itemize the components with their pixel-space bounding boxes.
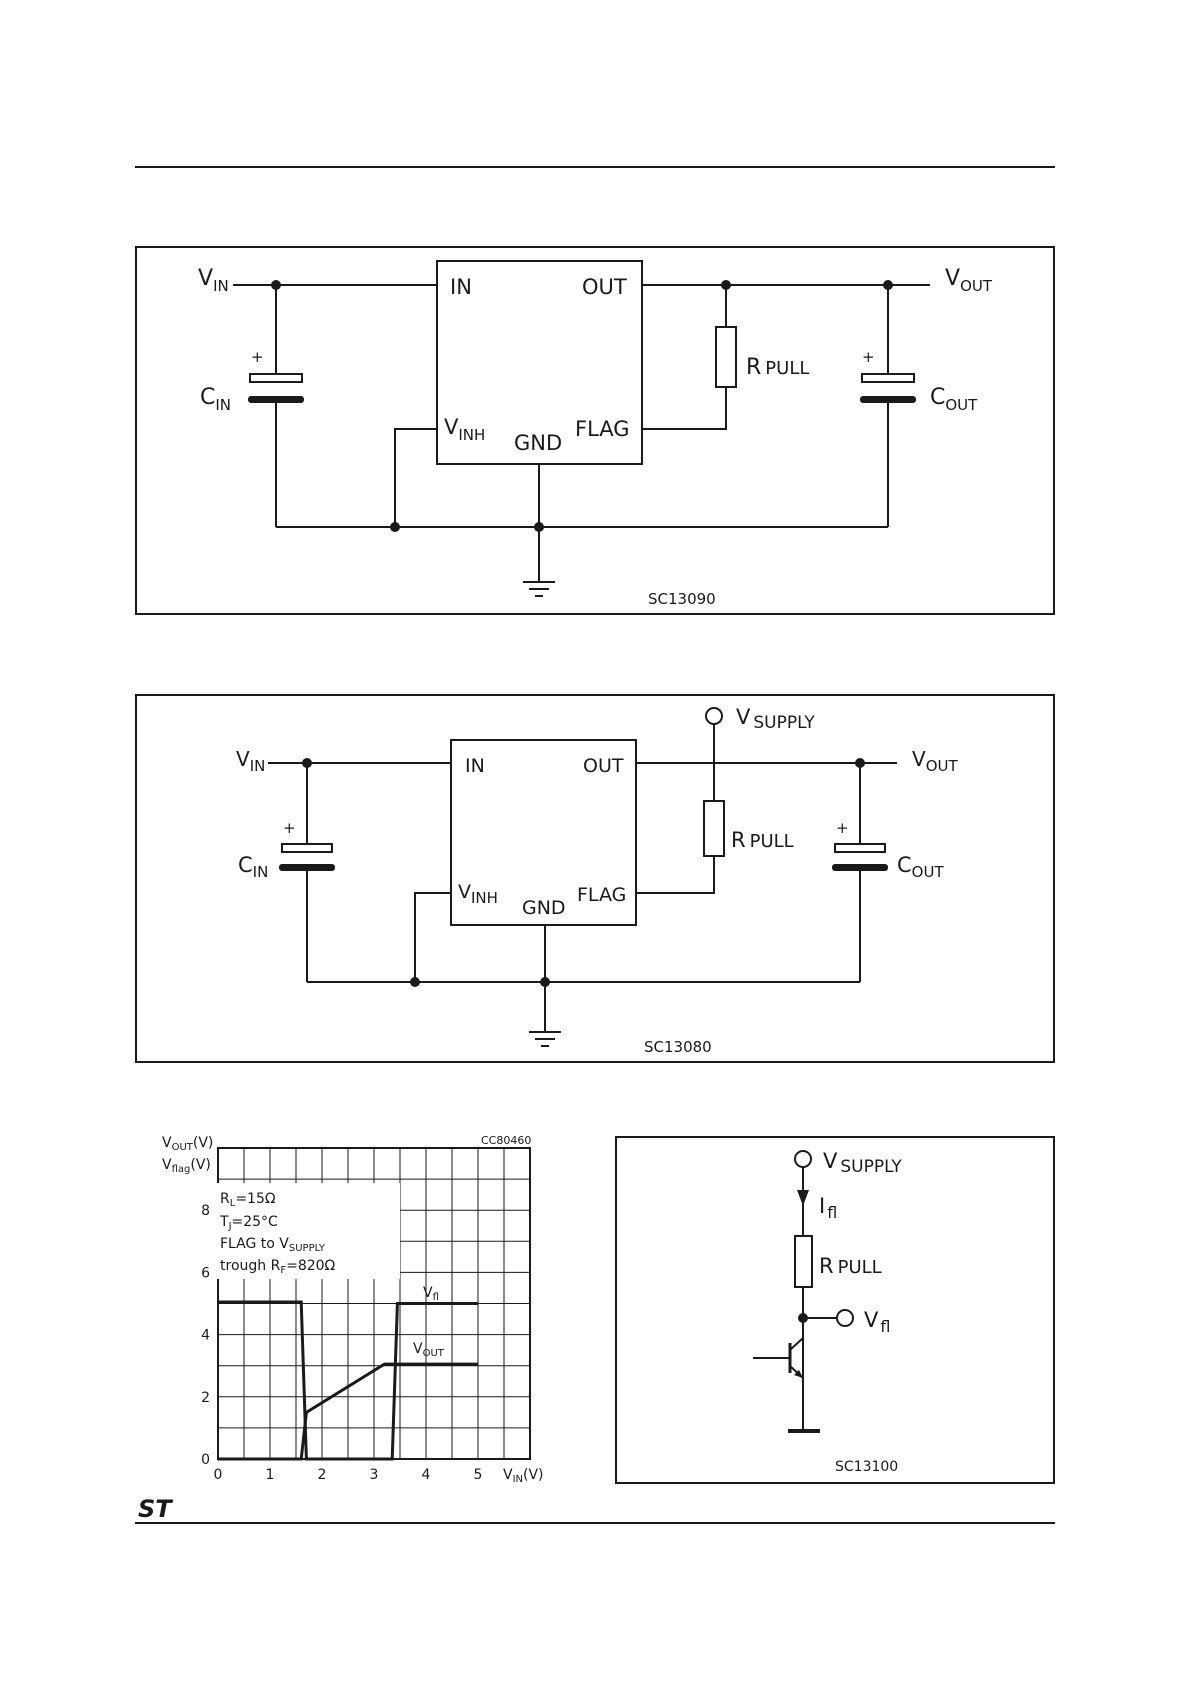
- x-tick-label: 5: [474, 1467, 483, 1483]
- npn-transistor-icon: [753, 1338, 803, 1378]
- cout-capacitor-plate-neg: [860, 396, 916, 403]
- condition-tj: TJ=25°C: [219, 1214, 278, 1232]
- cin-capacitor-plate: [250, 374, 302, 382]
- pin-out-label: OUT: [582, 275, 627, 299]
- y-tick-label: 0: [201, 1452, 210, 1468]
- cin-label: CIN: [200, 385, 231, 414]
- cin-capacitor-plate-neg: [248, 396, 304, 403]
- figure-2-code: SC13080: [644, 1038, 712, 1056]
- pin-vinh-label: VINH: [444, 415, 485, 444]
- figure-4-frame: [616, 1137, 1054, 1483]
- cout-label: COUT: [897, 853, 944, 881]
- condition-trough: trough RF=820Ω: [220, 1258, 336, 1276]
- cout-capacitor-plate-neg: [832, 864, 888, 871]
- pin-flag-label: FLAG: [575, 417, 630, 441]
- figure-4-code: SC13100: [835, 1459, 898, 1475]
- vout-label: VOUT: [912, 747, 958, 775]
- figure-1-code: SC13090: [648, 590, 716, 608]
- cin-plus-sign: +: [283, 819, 296, 837]
- cout-capacitor-plate: [835, 844, 885, 852]
- x-tick-label: 3: [370, 1467, 379, 1483]
- pin-gnd-label: GND: [514, 431, 562, 455]
- pin-in-label: IN: [450, 275, 472, 299]
- pin-flag-label: FLAG: [577, 884, 626, 906]
- cout-capacitor-plate: [862, 374, 914, 382]
- cin-plus-sign: +: [251, 348, 264, 366]
- cin-label: CIN: [238, 853, 268, 881]
- series-label-vout: VOUT: [413, 1341, 445, 1359]
- x-axis-label: VIN(V): [503, 1467, 544, 1485]
- figure-3-chart: 0 1 2 3 4 5 0 2 4 6 8 VOUT(V) Vflag(V) CC80460 VIN…: [162, 1134, 544, 1485]
- current-arrow-icon: [797, 1190, 809, 1206]
- st-logo: ST: [137, 1495, 175, 1523]
- cout-plus-sign: +: [862, 348, 875, 366]
- pin-vinh-label: VINH: [458, 881, 498, 907]
- pin-in-label: IN: [465, 755, 485, 777]
- rpull-resistor: [704, 801, 724, 856]
- cin-capacitor-plate: [282, 844, 332, 852]
- vfl-terminal: [837, 1310, 853, 1326]
- vsupply-terminal: [795, 1151, 811, 1167]
- y-tick-label: 2: [201, 1390, 210, 1406]
- y-axis-label-vout: VOUT(V): [162, 1135, 213, 1153]
- st-logo-text: ST: [138, 1495, 173, 1523]
- x-tick-label: 1: [266, 1467, 275, 1483]
- rpull-resistor: [716, 327, 736, 387]
- rpull-resistor: [795, 1236, 812, 1287]
- y-axis-label-vflag: Vflag(V): [162, 1157, 211, 1175]
- y-tick-label: 6: [201, 1265, 210, 1281]
- x-tick-label: 2: [318, 1467, 327, 1483]
- vout-label: VOUT: [945, 266, 993, 295]
- condition-rl: RL=15Ω: [220, 1191, 276, 1209]
- cout-plus-sign: +: [836, 819, 849, 837]
- x-tick-label: 0: [214, 1467, 223, 1483]
- series-label-vfl: Vfl: [423, 1285, 439, 1303]
- chart-code: CC80460: [481, 1134, 531, 1147]
- vin-label: VIN: [236, 747, 265, 775]
- cin-capacitor-plate-neg: [279, 864, 335, 871]
- pin-out-label: OUT: [583, 755, 624, 777]
- y-tick-label: 8: [201, 1203, 210, 1219]
- vsupply-terminal: [706, 708, 722, 724]
- cout-label: COUT: [930, 385, 978, 414]
- vin-label: VIN: [198, 266, 229, 295]
- y-tick-label: 4: [201, 1328, 210, 1344]
- pin-gnd-label: GND: [522, 897, 566, 919]
- x-tick-label: 4: [422, 1467, 431, 1483]
